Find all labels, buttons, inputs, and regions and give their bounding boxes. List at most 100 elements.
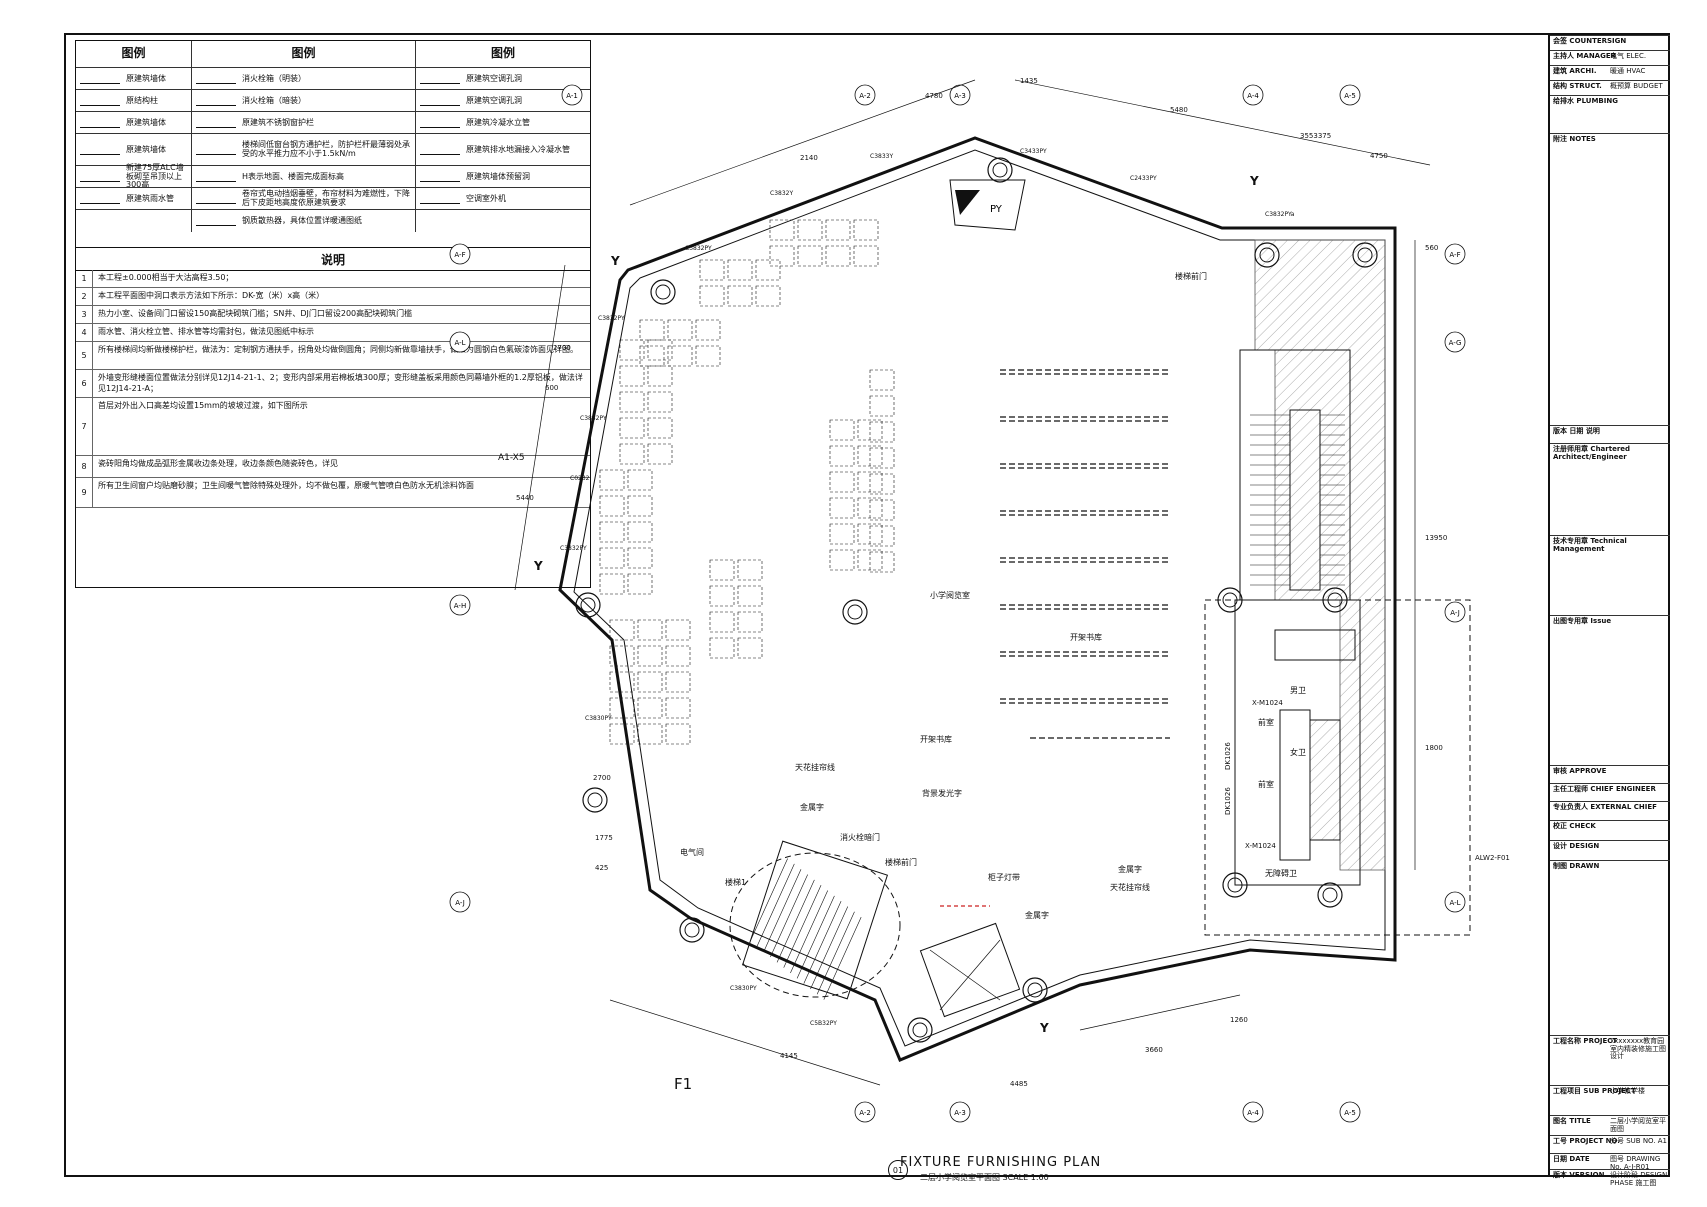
- legend-header-2: 图例: [191, 41, 415, 67]
- legend-label: 消火栓箱（暗装）: [242, 95, 306, 105]
- note-number: 7: [76, 398, 93, 455]
- legend-label: 原建筑墙体: [126, 117, 166, 127]
- title-block-row: 注册师用章 Chartered Architect/Engineer: [1550, 443, 1670, 535]
- title-block-row: 版本 日期 说明: [1550, 425, 1670, 443]
- window-tag: C3832PY: [685, 245, 712, 252]
- ceiling-curtain-label-2: 天花挂帘线: [1110, 882, 1150, 892]
- window-tag: C3830PY: [730, 985, 757, 992]
- stair-core-right: [1239, 349, 1351, 601]
- dimension-text: 3660: [1145, 1046, 1163, 1054]
- dimension-text: 4780: [925, 92, 943, 100]
- legend-label: 原建筑雨水管: [126, 193, 174, 203]
- metal-letter-label-1: 金属字: [800, 802, 824, 812]
- section-y-2: Y: [533, 559, 543, 573]
- dimension-text: 5480: [1170, 106, 1188, 114]
- stair-core-left: [729, 840, 901, 1000]
- window-tag: C3830PY: [585, 715, 612, 722]
- hydrant-concealed-icon: [196, 97, 236, 106]
- legend-cell: 原建筑空调孔洞: [415, 68, 590, 90]
- ac-outdoor-icon: [420, 195, 460, 204]
- railing-icon: [196, 146, 236, 155]
- axis-label: A-3: [954, 92, 966, 100]
- title-block-label: 技术专用章 Technical Management: [1553, 537, 1627, 553]
- title-block-row: 主任工程师 CHIEF ENGINEER: [1550, 783, 1670, 801]
- axis-label: A-3: [954, 1109, 966, 1117]
- legend-cell: 卷帘式电动挡烟垂壁，布帘材料为难燃性，下降后下皮距地高度依原建筑要求: [191, 188, 415, 210]
- legend-cell: 原建筑墙体: [76, 112, 191, 134]
- legend-label: 楼梯间低窗台钢方通护栏，防护栏杆最薄弱处承受的水平推力应不小于1.5kN/m: [242, 140, 410, 158]
- floor-marker: F1: [674, 1075, 693, 1093]
- legend-cell: 原建筑冷凝水立管: [415, 112, 590, 134]
- note-number: 5: [76, 342, 93, 369]
- title-block-label: 给排水 PLUMBING: [1553, 97, 1618, 105]
- stair-front-label: 楼梯前门: [885, 857, 917, 867]
- dimension-text: 1775: [595, 834, 613, 842]
- title-block-label: 审核 APPROVE: [1553, 767, 1607, 775]
- dimension-text: 1800: [1425, 744, 1443, 752]
- legend-label: 原结构柱: [126, 95, 158, 105]
- window-tag: C0232: [570, 475, 590, 482]
- dimension-text: 4145: [780, 1052, 798, 1060]
- axis-label: A-5: [1344, 92, 1356, 100]
- title-block-row: 制图 DRAWN: [1550, 860, 1670, 1035]
- dimension-text: 13950: [1425, 534, 1447, 542]
- legend-cell: 消火栓箱（暗装）: [191, 90, 415, 112]
- section-y-1: Y: [610, 254, 620, 268]
- legend-label: 原建筑排水地漏接入冷凝水管: [466, 144, 570, 154]
- axis-label: A-G: [1449, 339, 1462, 347]
- open-book-label-2: 开架书库: [920, 734, 952, 744]
- note-text: 所有楼梯间均新做楼梯护栏，做法为：定制钢方通扶手，拐角处均做倒圆角；同侧均新做靠…: [98, 345, 578, 354]
- legend-label: H表示地面、楼面完成面标高: [242, 171, 345, 181]
- py-label: PY: [990, 204, 1003, 215]
- legend-cell: H表示地面、楼面完成面标高: [191, 166, 415, 188]
- window-tag: C3832Y: [770, 190, 793, 197]
- washroom-label-1: 前室: [1258, 717, 1274, 727]
- shelf-light-label: 柜子灯带: [988, 872, 1020, 882]
- title-block-label: 建筑 ARCHI.: [1553, 67, 1597, 75]
- ceiling-curtain-label-1: 天花挂帘线: [795, 762, 835, 772]
- title-block-label: 制图 DRAWN: [1553, 862, 1600, 870]
- title-block-label: 设计 DESIGN: [1553, 842, 1600, 850]
- metal-letter-label-2: 金属字: [1025, 910, 1049, 920]
- note-number: 9: [76, 478, 93, 507]
- window-tag: C2433PY: [1130, 175, 1157, 182]
- ac-hole-icon: [420, 97, 460, 106]
- legend-panel: 图例 图例 图例 原建筑墙体消火栓箱（明装）原建筑空调孔洞原结构柱 消火栓箱（暗装…: [75, 40, 591, 588]
- level-marker-icon: [196, 173, 236, 182]
- title-block-row: 设计 DESIGN: [1550, 840, 1670, 860]
- hydrant-exposed-icon: [196, 75, 236, 84]
- stair1-label: 楼梯1: [725, 877, 746, 887]
- note-text: 本工程平面图中洞口表示方法如下所示：DK-宽（米）x高（米）: [98, 291, 325, 300]
- note-text: 热力小室、设备间门口留设150高配块砌筑门槛；SN井、DJ门口留设200高配块砌…: [98, 309, 413, 318]
- legend-header-row: 图例 图例 图例: [76, 41, 590, 67]
- section-tag: A1-X5: [498, 453, 525, 463]
- title-block-row: 给排水 PLUMBING: [1550, 95, 1670, 133]
- electric-room-label: 电气间: [680, 847, 704, 857]
- axis-label: A-J: [1450, 609, 1460, 617]
- dimension-text: 2700: [593, 774, 611, 782]
- restroom-block: [1204, 599, 1471, 936]
- axis-label: A-F: [1449, 251, 1460, 259]
- legend-label: 原建筑墙体: [126, 73, 166, 83]
- note-item: 5 所有楼梯间均新做楼梯护栏，做法为：定制钢方通扶手，拐角处均做倒圆角；同侧均新做…: [76, 342, 590, 370]
- legend-cell: 原建筑墙体: [76, 134, 191, 166]
- title-block-label: 版本 日期 说明: [1553, 427, 1600, 435]
- legend-cell: 原建筑雨水管: [76, 188, 191, 210]
- title-block-row: 技术专用章 Technical Management: [1550, 535, 1670, 615]
- title-block-value: 概预算 BUDGET: [1610, 82, 1663, 90]
- legend-row: 原建筑墙体消火栓箱（明装）原建筑空调孔洞: [76, 67, 590, 90]
- legend-header-3: 图例: [415, 41, 590, 67]
- title-block-label: 工程项目 SUB PROJECT: [1553, 1087, 1636, 1095]
- opening-tag-1: DK1026: [1224, 742, 1232, 770]
- legend-label: 原建筑不锈钢窗护栏: [242, 117, 314, 127]
- axis-label: A-4: [1247, 1109, 1259, 1117]
- legend-row: 原结构柱消火栓箱（暗装）原建筑空调孔洞: [76, 89, 590, 112]
- axis-label: A-1: [566, 92, 578, 100]
